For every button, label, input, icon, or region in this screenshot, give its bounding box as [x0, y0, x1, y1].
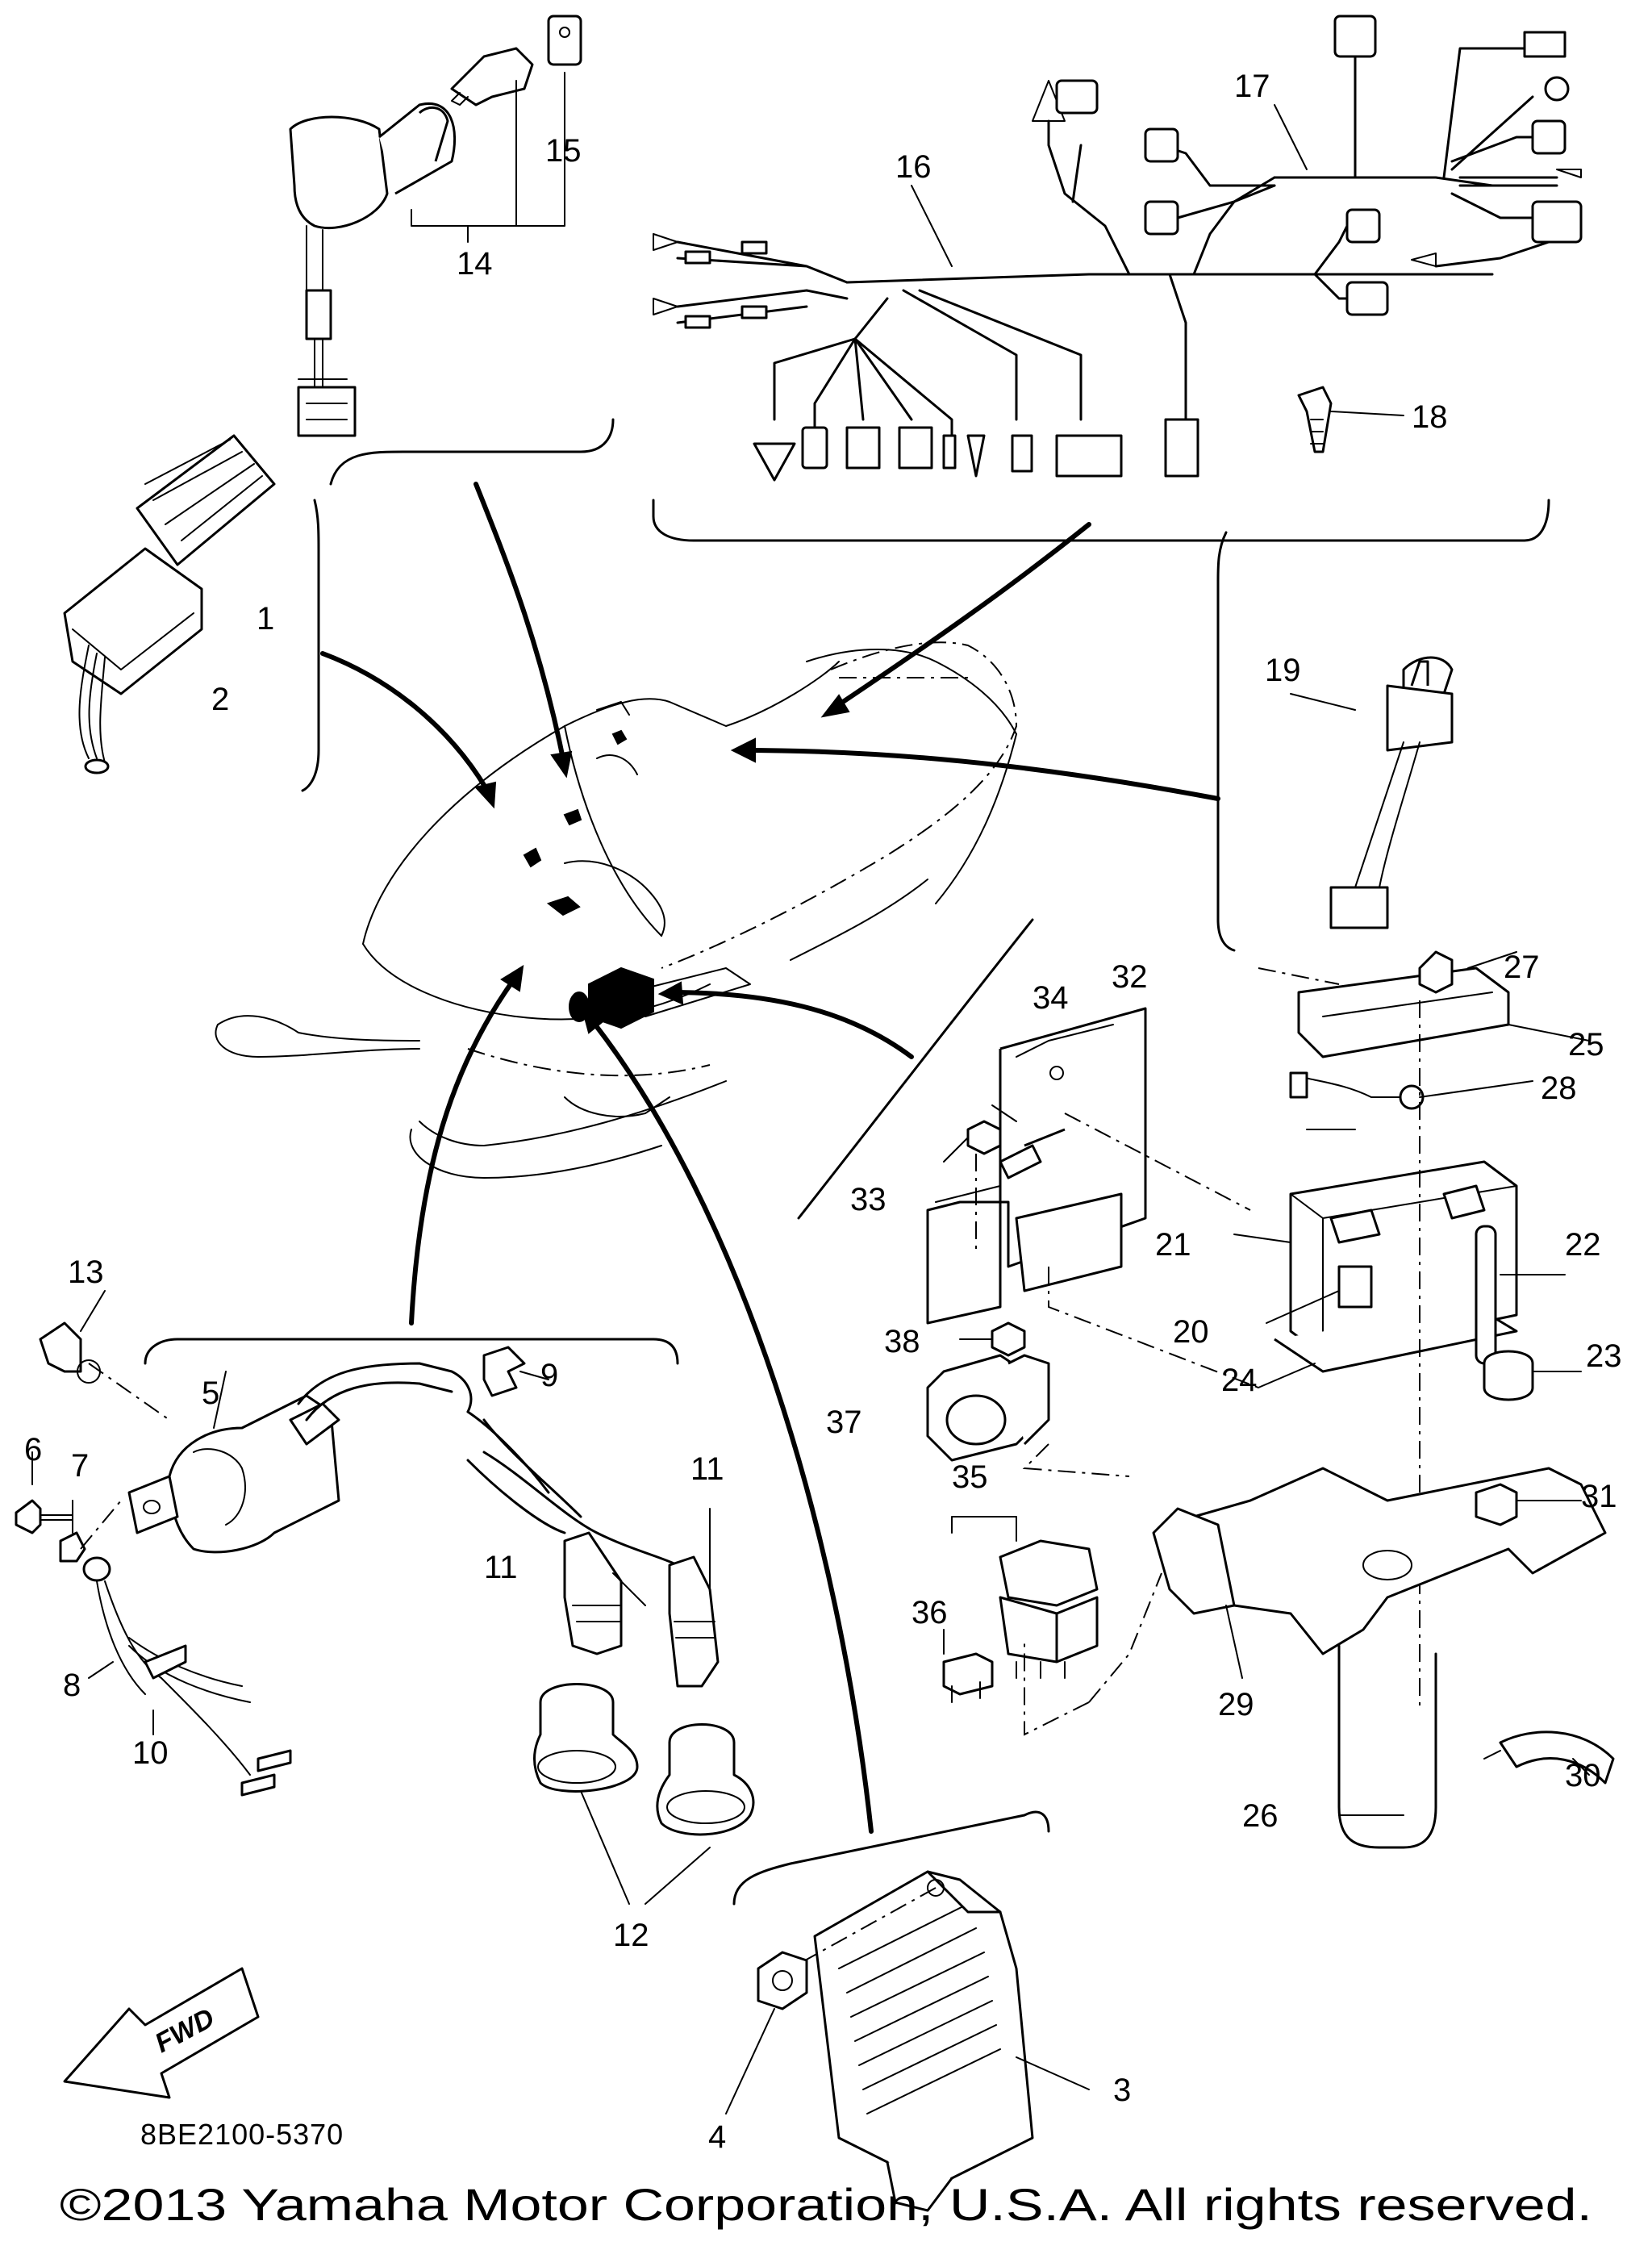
callout-3: 3: [1113, 2073, 1131, 2108]
callout-11a: 11: [484, 1550, 518, 1585]
callout-34: 34: [1032, 980, 1069, 1016]
callout-26: 26: [1242, 1798, 1279, 1834]
callout-29: 29: [1218, 1687, 1254, 1722]
callout-30: 30: [1565, 1758, 1601, 1793]
callout-labels: 1 2 3 4 5 6 7 8 9 10 11 11 12 13 14 15 1…: [24, 69, 1622, 2155]
callout-1: 1: [257, 601, 274, 637]
snowmobile-outline: [215, 641, 1018, 1179]
callout-21: 21: [1155, 1227, 1191, 1263]
callout-2: 2: [211, 682, 229, 717]
callout-24: 24: [1221, 1363, 1258, 1398]
callout-12: 12: [613, 1918, 649, 1953]
group-brackets: [144, 418, 1550, 1906]
leader-arrows: [320, 482, 1220, 1834]
wire-harness: [653, 15, 1583, 482]
drawing-number: 8BE2100-5370: [140, 2118, 344, 2151]
callout-18: 18: [1412, 399, 1448, 435]
callout-27: 27: [1504, 950, 1540, 985]
ignition-coil-group: [15, 1290, 755, 1905]
callout-37: 37: [826, 1405, 862, 1440]
forward-direction-badge: FWD: [63, 1967, 260, 2099]
relay-fuse-group: [926, 1321, 1162, 1736]
rectifier-regulator: [725, 1870, 1090, 2212]
callout-14: 14: [457, 246, 493, 282]
callout-23: 23: [1586, 1338, 1622, 1374]
bracket-battery: [797, 918, 1034, 1220]
callout-22: 22: [1565, 1227, 1601, 1263]
callout-17: 17: [1234, 69, 1270, 104]
callout-11b: 11: [690, 1451, 724, 1487]
callout-32: 32: [1112, 959, 1148, 995]
callout-25: 25: [1568, 1027, 1604, 1062]
callout-36: 36: [912, 1595, 948, 1630]
emergency-switch: [1290, 656, 1454, 929]
bracket-cdi: [301, 499, 320, 792]
bracket-switch: [1216, 531, 1236, 952]
bracket-ignition: [329, 418, 615, 486]
callout-7: 7: [71, 1448, 89, 1484]
callout-15: 15: [545, 133, 582, 169]
cdi-unit: [63, 434, 276, 774]
callout-19: 19: [1265, 653, 1301, 688]
copyright-notice: ©2013 Yamaha Motor Corporation, U.S.A. A…: [60, 2179, 1592, 2230]
callout-10: 10: [132, 1735, 169, 1771]
callout-6: 6: [24, 1432, 42, 1467]
callout-35: 35: [952, 1459, 988, 1495]
callout-38: 38: [884, 1324, 920, 1359]
callout-31: 31: [1581, 1479, 1617, 1514]
callout-5: 5: [202, 1376, 219, 1411]
callout-20: 20: [1173, 1314, 1209, 1350]
battery-assembly: [926, 950, 1615, 1849]
callout-16: 16: [895, 149, 932, 185]
callout-4: 4: [708, 2119, 726, 2155]
bracket-harness: [652, 499, 1550, 542]
callout-8: 8: [63, 1668, 81, 1703]
callout-13: 13: [68, 1255, 104, 1290]
callout-33: 33: [850, 1182, 886, 1217]
callout-28: 28: [1541, 1071, 1577, 1106]
main-switch: [289, 15, 582, 437]
callout-9: 9: [540, 1358, 558, 1393]
bracket-coil: [144, 1338, 679, 1365]
bracket-rectifier: [732, 1810, 1050, 1906]
